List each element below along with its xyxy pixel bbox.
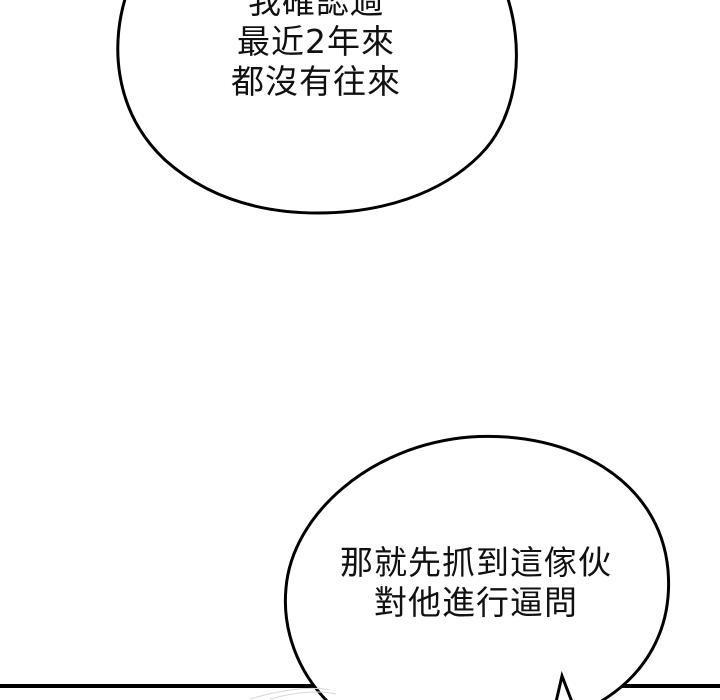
top-bubble-text: 我確認過 最近2年來 都沒有往來 <box>166 0 466 102</box>
top-bubble-line: 都沒有往來 <box>231 62 401 101</box>
bottom-bubble-tail <box>554 670 573 700</box>
top-bubble-line: 我確認過 <box>248 0 384 21</box>
faint-sketch-lines <box>249 687 337 700</box>
bottom-bubble-line: 那就先抓到這傢伙 <box>340 543 612 582</box>
bottom-bubble-text: 那就先抓到這傢伙 對他進行逼問 <box>296 543 656 623</box>
top-speech-bubble <box>116 0 518 215</box>
bottom-bubble-line: 對他進行逼問 <box>374 583 578 622</box>
bottom-speech-bubble <box>283 434 671 700</box>
top-bubble-line: 最近2年來 <box>237 22 395 61</box>
